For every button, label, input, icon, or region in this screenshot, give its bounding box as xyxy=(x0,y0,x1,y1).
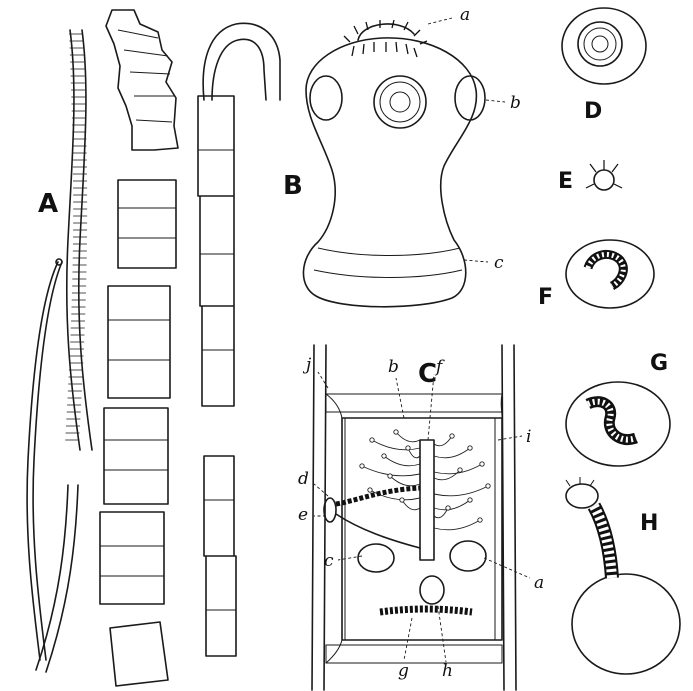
figure-a-strobila xyxy=(27,10,280,686)
uterine-branches xyxy=(360,430,490,530)
figure-e-oncosphere xyxy=(586,160,622,190)
label-h: H xyxy=(640,511,658,536)
proglottid-label-g: g xyxy=(398,661,409,681)
proglottid-label-j: j xyxy=(302,355,312,375)
label-f: F xyxy=(538,285,553,310)
scolex-label-a: a xyxy=(460,5,470,25)
figure-c-proglottid xyxy=(312,345,530,690)
figure-d-egg xyxy=(562,8,646,84)
sucker-left xyxy=(310,76,342,120)
proglottid-label-c: c xyxy=(324,551,334,571)
proglottid-label-d: d xyxy=(298,469,309,489)
label-g: G xyxy=(650,351,668,376)
label-d: D xyxy=(584,99,602,124)
label-a: A xyxy=(38,189,58,219)
scolex-label-c: c xyxy=(494,253,504,273)
proglottid-label-h: h xyxy=(442,661,453,681)
sucker-front xyxy=(374,76,426,128)
figure-f-cysticercus xyxy=(566,240,654,308)
figure-b-scolex xyxy=(303,18,505,307)
label-c: C xyxy=(418,359,437,389)
label-e: E xyxy=(558,169,573,194)
label-b: B xyxy=(283,171,303,201)
sucker-right xyxy=(455,76,485,120)
proglottid-label-f: f xyxy=(434,357,445,377)
proglottid-label-b: b xyxy=(388,357,399,377)
proglottid-label-e: e xyxy=(298,505,308,525)
proglottid-label-a: a xyxy=(534,573,544,593)
proglottid-label-i: i xyxy=(526,427,531,447)
scolex-label-b: b xyxy=(510,93,521,113)
figure-h-evaginated xyxy=(566,477,680,674)
figure-g-cysticercus xyxy=(566,382,670,466)
